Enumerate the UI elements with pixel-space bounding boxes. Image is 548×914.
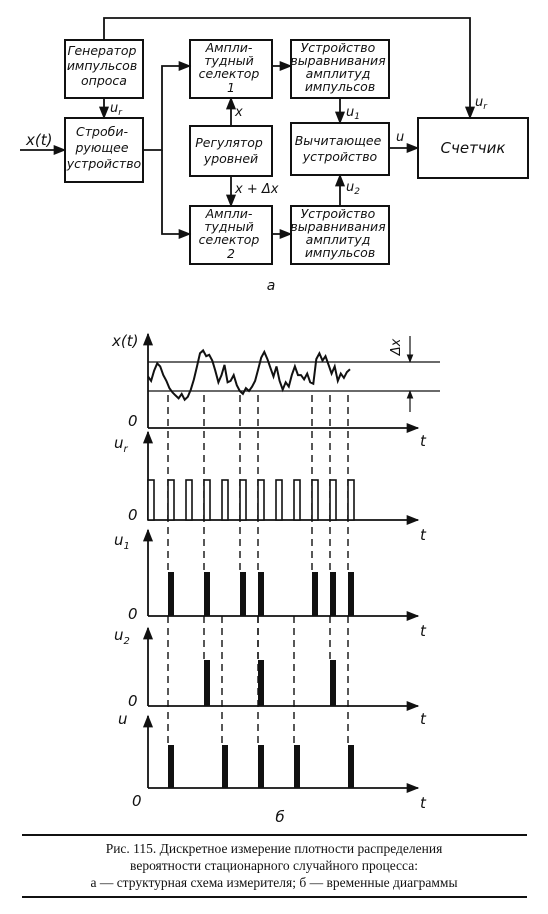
strobe-to-selector-1-line xyxy=(143,60,192,151)
axis-label-u: u xyxy=(118,710,128,728)
ur-pulse xyxy=(293,479,301,521)
subtract-text: Вычитающее устройство xyxy=(295,133,386,164)
dx-label: Δx xyxy=(389,338,404,356)
strobe-text: Строби- рующее устройство xyxy=(66,124,142,171)
block-strobe xyxy=(64,117,144,183)
zero-ur: 0 xyxy=(128,506,138,524)
caption: Рис. 115. Дискретное измерение плотности… xyxy=(0,840,548,891)
block-selector-2 xyxy=(189,205,273,265)
ur-pulse xyxy=(185,479,193,521)
u1-pulse xyxy=(168,572,174,616)
t-label-u: t xyxy=(420,794,427,812)
ur-pulse xyxy=(311,479,319,521)
ur-pulse xyxy=(147,479,155,521)
input-label: x(t) xyxy=(25,131,52,149)
ur-pulse xyxy=(347,479,355,521)
u2-pulse xyxy=(330,660,336,706)
panel-b-label: б xyxy=(275,808,284,826)
x-dx-label: x + Δx xyxy=(234,182,279,197)
ur-pulse xyxy=(203,479,211,521)
ur-pulse xyxy=(239,479,247,521)
u1-pulse xyxy=(312,572,318,616)
x-label: x xyxy=(234,105,243,120)
u-pulse xyxy=(258,745,264,788)
caption-bottom-rule xyxy=(22,896,527,898)
ur-pulse xyxy=(257,479,265,521)
axis-label-u1: u1 xyxy=(114,531,130,552)
align-2-text: Устройство выравнивания амплитуд импульс… xyxy=(290,206,389,260)
ur-pulse xyxy=(221,479,229,521)
u-pulse xyxy=(348,745,354,788)
u-pulse xyxy=(168,745,174,788)
zero-u: 0 xyxy=(132,792,142,810)
block-regulator xyxy=(189,125,273,177)
ur-pulses xyxy=(147,479,355,521)
ur-pulse xyxy=(275,479,283,521)
timing-diagrams: x(t) ur u1 u2 u 0 0 0 0 0 t t t t t Δx б xyxy=(111,332,440,826)
signal-curve xyxy=(147,348,351,402)
panel-a-label: а xyxy=(267,278,276,294)
zero-u1: 0 xyxy=(128,605,138,623)
generator-text: Генератор импульсов опроса xyxy=(67,43,141,88)
align-1-text: Устройство выравнивания амплитуд импульс… xyxy=(290,40,389,94)
u1-pulse xyxy=(258,572,264,616)
u1-pulses xyxy=(168,572,354,616)
ur-label: ur xyxy=(110,101,123,118)
caption-line-2: вероятности стационарного случайного про… xyxy=(130,858,418,873)
ur-pulse xyxy=(167,479,175,521)
u1-pulse xyxy=(348,572,354,616)
block-generator xyxy=(64,39,144,99)
u2-label: u2 xyxy=(346,180,360,197)
u1-pulse xyxy=(330,572,336,616)
u2-pulses xyxy=(204,660,336,706)
u-label: u xyxy=(396,130,404,145)
axis-label-u2: u2 xyxy=(114,626,130,647)
zero-u2: 0 xyxy=(128,692,138,710)
strobe-to-selector-2-line xyxy=(161,150,192,240)
u-pulse xyxy=(222,745,228,788)
u1-pulse xyxy=(240,572,246,616)
u2-pulse xyxy=(258,660,264,706)
regulator-text: Регулятор уровней xyxy=(195,135,267,166)
u2-pulse xyxy=(204,660,210,706)
selector-2-text: Ампли- тудный селектор 2 xyxy=(199,206,264,261)
t-label-u2: t xyxy=(420,710,427,728)
u-pulses xyxy=(168,745,354,788)
block-diagram: Генератор импульсов опроса Строби- рующе… xyxy=(20,17,529,294)
counter-text: Счетчик xyxy=(441,139,506,157)
u1-pulse xyxy=(204,572,210,616)
axis-label-ur: ur xyxy=(114,434,129,455)
selector-1-text: Ампли- тудный селектор 1 xyxy=(199,40,264,95)
generator-to-counter-line xyxy=(103,17,476,120)
t-label-u1: t xyxy=(420,622,427,640)
caption-top-rule xyxy=(22,834,527,836)
t-label-ur: t xyxy=(420,526,427,544)
caption-line-1: Рис. 115. Дискретное измерение плотности… xyxy=(105,841,443,856)
caption-line-3: а — структурная схема измерителя; б — вр… xyxy=(90,875,458,890)
t-label-x: t xyxy=(420,432,427,450)
u1-label: u1 xyxy=(346,105,360,122)
axis-label-x: x(t) xyxy=(111,332,138,350)
ur-counter-label: ur xyxy=(475,95,488,112)
ur-pulse xyxy=(329,479,337,521)
zero-x: 0 xyxy=(128,412,138,430)
u-pulse xyxy=(294,745,300,788)
